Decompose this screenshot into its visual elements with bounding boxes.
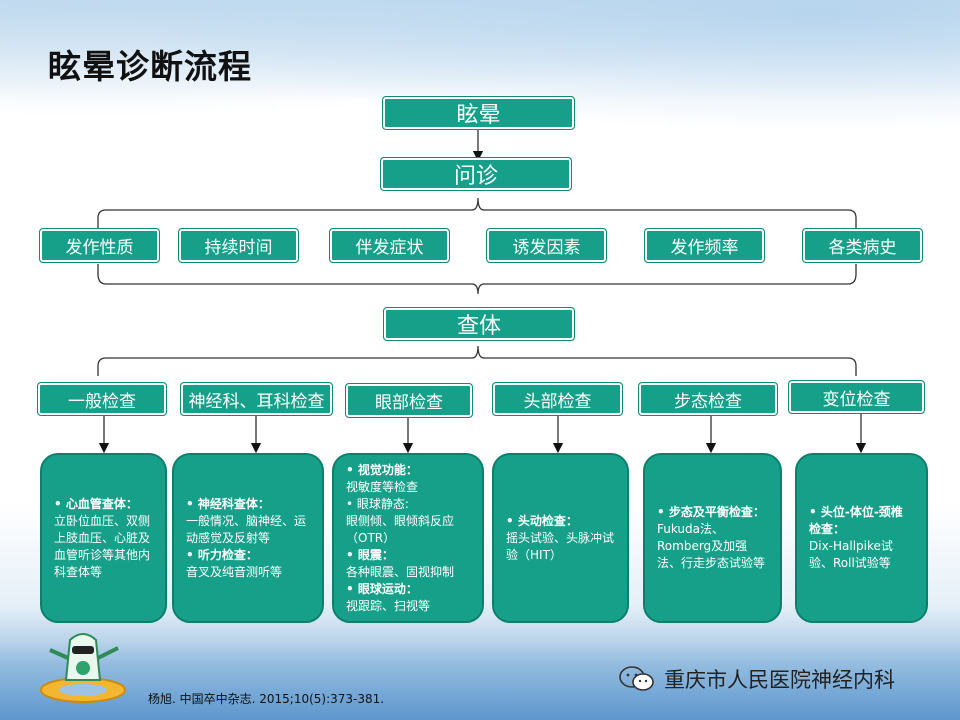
brand-name: 重庆市人民医院神经内科 — [664, 668, 895, 692]
inquiry-item-1: 发作性质 — [39, 228, 160, 263]
exam-item-4: 头部检查 — [492, 382, 623, 416]
inquiry-item-6: 各类病史 — [802, 228, 923, 263]
exam-detail-card-2: • 神经科查体： 一般情况、脑神经、运动感觉及反射等 • 听力检查： 音叉及纯音测听等 — [172, 453, 324, 623]
exam-detail-line: 视跟踪、扫视等 — [346, 598, 431, 613]
wechat-icon — [619, 666, 654, 691]
exam-detail-card-1: • 心血管查体： 立卧位血压、双侧上肢血压、心脏及血管听诊等其他内科查体等 — [40, 453, 167, 623]
exam-detail-line: Fukuda法、Romberg及加强法、行走步态试验等 — [657, 522, 766, 570]
exam-detail-line: 眼侧倾、眼倾斜反应（OTR） — [346, 513, 455, 545]
exam-item-6: 变位检查 — [788, 380, 925, 414]
exam-detail-card-3: • 视觉功能： 视敏度等检查 • 眼球静态: 眼侧倾、眼倾斜反应（OTR） • 眼震： 各… — [332, 453, 484, 623]
exam-detail-card-6: • 头位-体位-颈椎检查：Dix-Hallpike试验、Roll试验等 — [795, 453, 928, 623]
exam-detail-line: 各种眼震、固视抑制 — [346, 564, 455, 579]
page-title: 眩晕诊断流程 — [48, 47, 252, 86]
exam-detail-line: 视敏度等检查 — [346, 479, 419, 494]
node-exam: 查体 — [383, 307, 575, 341]
exam-detail-line: • 眼震： — [346, 547, 394, 562]
exam-item-2: 神经科、耳科检查 — [180, 382, 333, 416]
brace-inquiry — [97, 197, 857, 228]
mascot-illustration — [40, 633, 126, 703]
inquiry-item-2: 持续时间 — [178, 228, 299, 263]
brace-bottom-inquiry — [97, 264, 857, 295]
exam-detail-line: • 步态及平衡检查： — [657, 505, 765, 519]
brand-watermark: 重庆市人民医院神经内科 — [618, 664, 895, 694]
exam-detail-card-5: • 步态及平衡检查： Fukuda法、Romberg及加强法、行走步态试验等 — [643, 453, 782, 623]
exam-detail-line: 一般情况、脑神经、运动感觉及反射等 — [186, 513, 307, 545]
exam-detail-line: • 眼球运动： — [346, 581, 418, 596]
node-root: 眩晕 — [382, 96, 575, 130]
exam-detail-line: • 头位-体位-颈椎检查： — [809, 505, 903, 536]
exam-detail-line: • 神经科查体： — [186, 496, 270, 511]
inquiry-item-4: 诱发因素 — [486, 228, 607, 263]
exam-detail-line: 立卧位血压、双侧上肢血压、心脏及血管听诊等其他内科查体等 — [54, 513, 151, 579]
inquiry-item-3: 伴发症状 — [329, 228, 450, 263]
exam-detail-line: • 视觉功能： — [346, 462, 418, 477]
exam-item-5: 步态检查 — [638, 382, 778, 416]
exam-detail-line: • 头动检查： — [506, 513, 578, 528]
reference-citation: 杨旭. 中国卒中杂志. 2015;10(5):373-381. — [148, 692, 385, 706]
exam-item-1: 一般检查 — [37, 382, 167, 416]
exam-detail-line: • 听力检查： — [186, 547, 258, 562]
exam-detail-line: 摇头试验、头脉冲试验（HIT） — [506, 530, 615, 562]
exam-item-3: 眼部检查 — [345, 383, 473, 418]
exam-detail-line: • 心血管查体： — [54, 496, 138, 511]
node-inquiry: 问诊 — [380, 157, 572, 191]
exam-detail-line: Dix-Hallpike试验、Roll试验等 — [809, 539, 893, 570]
exam-detail-line: 音叉及纯音测听等 — [186, 564, 283, 579]
inquiry-item-5: 发作频率 — [644, 228, 765, 263]
exam-detail-card-4: • 头动检查： 摇头试验、头脉冲试验（HIT） — [492, 453, 629, 623]
sea-horizon — [0, 640, 960, 720]
exam-detail-line: • 眼球静态: — [346, 496, 409, 511]
brace-exam — [97, 345, 857, 376]
